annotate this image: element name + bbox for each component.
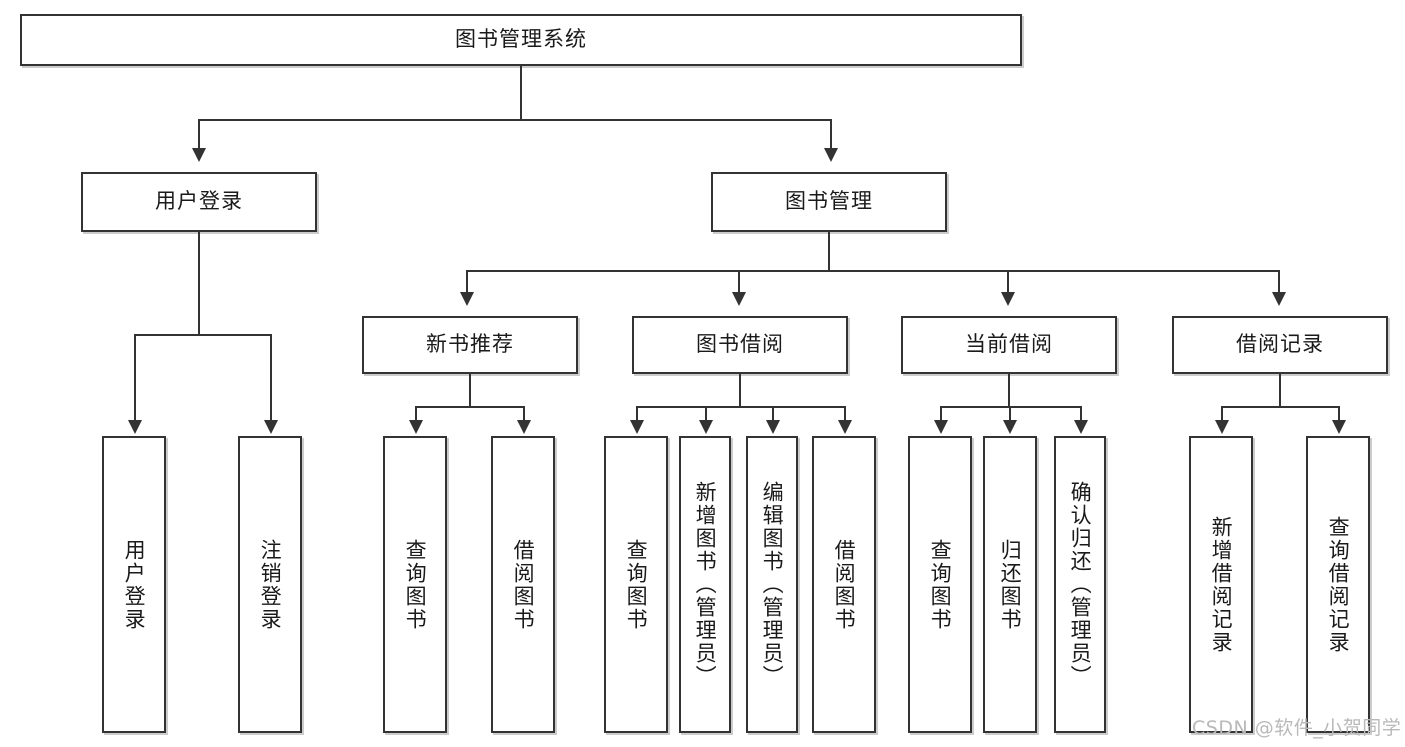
node-label: 当前借阅 [965,332,1053,357]
connector-cb-to-leaf-3 [1080,406,1082,422]
node-root-book-management-system[interactable]: 图书管理系统 [20,14,1022,66]
connector-root-to-book-management [830,119,832,150]
connector-bb-to-leaf-3 [772,406,774,422]
node-label: 借阅记录 [1236,332,1324,357]
arrow-bb-to-leaf-1 [630,420,644,434]
leaf-query-books-current[interactable]: 查询图书 [908,436,972,733]
leaf-logout[interactable]: 注销登录 [238,436,302,733]
connector-nb-to-leaf-1 [415,406,417,422]
arrow-bm-to-current-borrow [1001,292,1015,306]
connector-book-management-stem [828,232,830,272]
connector-bm-to-current-borrow [1007,270,1009,294]
node-label: 图书管理系统 [455,27,587,52]
connector-bm-to-book-borrow [738,270,740,294]
node-label: 新增借阅记录 [1209,515,1234,654]
node-label: 图书管理 [785,189,873,214]
node-label: 借阅图书 [511,538,536,631]
arrow-bm-to-new-book [460,292,474,306]
leaf-return-books[interactable]: 归还图书 [983,436,1037,733]
node-label: 借阅图书 [832,538,857,631]
arrow-bb-to-leaf-2 [699,420,713,434]
node-label: 注销登录 [258,538,283,631]
arrow-user-login-to-leaf-1 [128,420,142,434]
node-label: 查询图书 [403,538,428,631]
node-label: 确认归还（管理员） [1068,481,1093,688]
node-label: 查询图书 [624,538,649,631]
connector-book-borrow-bus [636,406,844,408]
connector-book-borrow-stem [739,374,741,408]
node-label: 编辑图书（管理员） [760,481,785,688]
connector-user-login-bus [134,334,270,336]
node-label: 新书推荐 [426,332,514,357]
leaf-query-borrow-record[interactable]: 查询借阅记录 [1306,436,1370,733]
leaf-query-books-recommend[interactable]: 查询图书 [383,436,447,733]
arrow-bb-to-leaf-4 [838,420,852,434]
node-label: 图书借阅 [696,332,784,357]
arrow-bb-to-leaf-3 [766,420,780,434]
connector-nb-to-leaf-2 [523,406,525,422]
connector-cb-to-leaf-1 [940,406,942,422]
node-new-book-recommend[interactable]: 新书推荐 [362,316,578,374]
connector-root-bus [198,119,832,121]
connector-bb-to-leaf-1 [636,406,638,422]
leaf-add-borrow-record[interactable]: 新增借阅记录 [1189,436,1253,733]
connector-user-login-to-leaf-2 [270,334,272,422]
node-book-borrow[interactable]: 图书借阅 [632,316,848,374]
connector-bb-to-leaf-4 [844,406,846,422]
node-label: 用户登录 [122,538,147,631]
leaf-user-login[interactable]: 用户登录 [102,436,166,733]
connector-root-to-user-login [198,119,200,150]
arrow-root-to-book-management [824,148,838,162]
leaf-edit-book-admin[interactable]: 编辑图书（管理员） [746,436,798,733]
connector-cb-to-leaf-2 [1009,406,1011,422]
connector-new-book-bus [415,406,523,408]
arrow-nb-to-leaf-2 [517,420,531,434]
arrow-br-to-leaf-1 [1215,420,1229,434]
arrow-cb-to-leaf-3 [1074,420,1088,434]
connector-br-to-leaf-2 [1338,406,1340,422]
connector-bm-to-new-book [466,270,468,294]
connector-root-stem [520,66,522,120]
connector-book-management-bus [466,270,1280,272]
leaf-borrow-books-recommend[interactable]: 借阅图书 [491,436,555,733]
node-label: 归还图书 [998,538,1023,631]
csdn-watermark: CSDN @软件_小贺同学 [1192,717,1402,739]
node-user-login[interactable]: 用户登录 [81,172,317,232]
leaf-borrow-books[interactable]: 借阅图书 [812,436,876,733]
connector-br-to-leaf-1 [1221,406,1223,422]
arrow-root-to-user-login [192,148,206,162]
leaf-query-books-borrow[interactable]: 查询图书 [604,436,668,733]
connector-new-book-stem [469,374,471,408]
arrow-nb-to-leaf-1 [409,420,423,434]
arrow-bm-to-book-borrow [732,292,746,306]
connector-borrow-record-stem [1279,374,1281,408]
node-borrow-record[interactable]: 借阅记录 [1172,316,1388,374]
node-book-management[interactable]: 图书管理 [711,172,947,232]
node-label: 新增图书（管理员） [693,481,718,688]
node-label: 查询借阅记录 [1326,515,1351,654]
arrow-cb-to-leaf-2 [1003,420,1017,434]
node-current-borrow[interactable]: 当前借阅 [901,316,1117,374]
connector-user-login-to-leaf-1 [134,334,136,422]
arrow-cb-to-leaf-1 [934,420,948,434]
connector-borrow-record-bus [1221,406,1338,408]
arrow-bm-to-borrow-record [1272,292,1286,306]
node-label: 查询图书 [928,538,953,631]
connector-user-login-stem [198,232,200,336]
arrow-br-to-leaf-2 [1332,420,1346,434]
leaf-add-book-admin[interactable]: 新增图书（管理员） [679,436,731,733]
leaf-confirm-return-admin[interactable]: 确认归还（管理员） [1054,436,1106,733]
connector-bm-to-borrow-record [1278,270,1280,294]
connector-current-borrow-stem [1008,374,1010,408]
arrow-user-login-to-leaf-2 [264,420,278,434]
connector-bb-to-leaf-2 [705,406,707,422]
node-label: 用户登录 [155,189,243,214]
